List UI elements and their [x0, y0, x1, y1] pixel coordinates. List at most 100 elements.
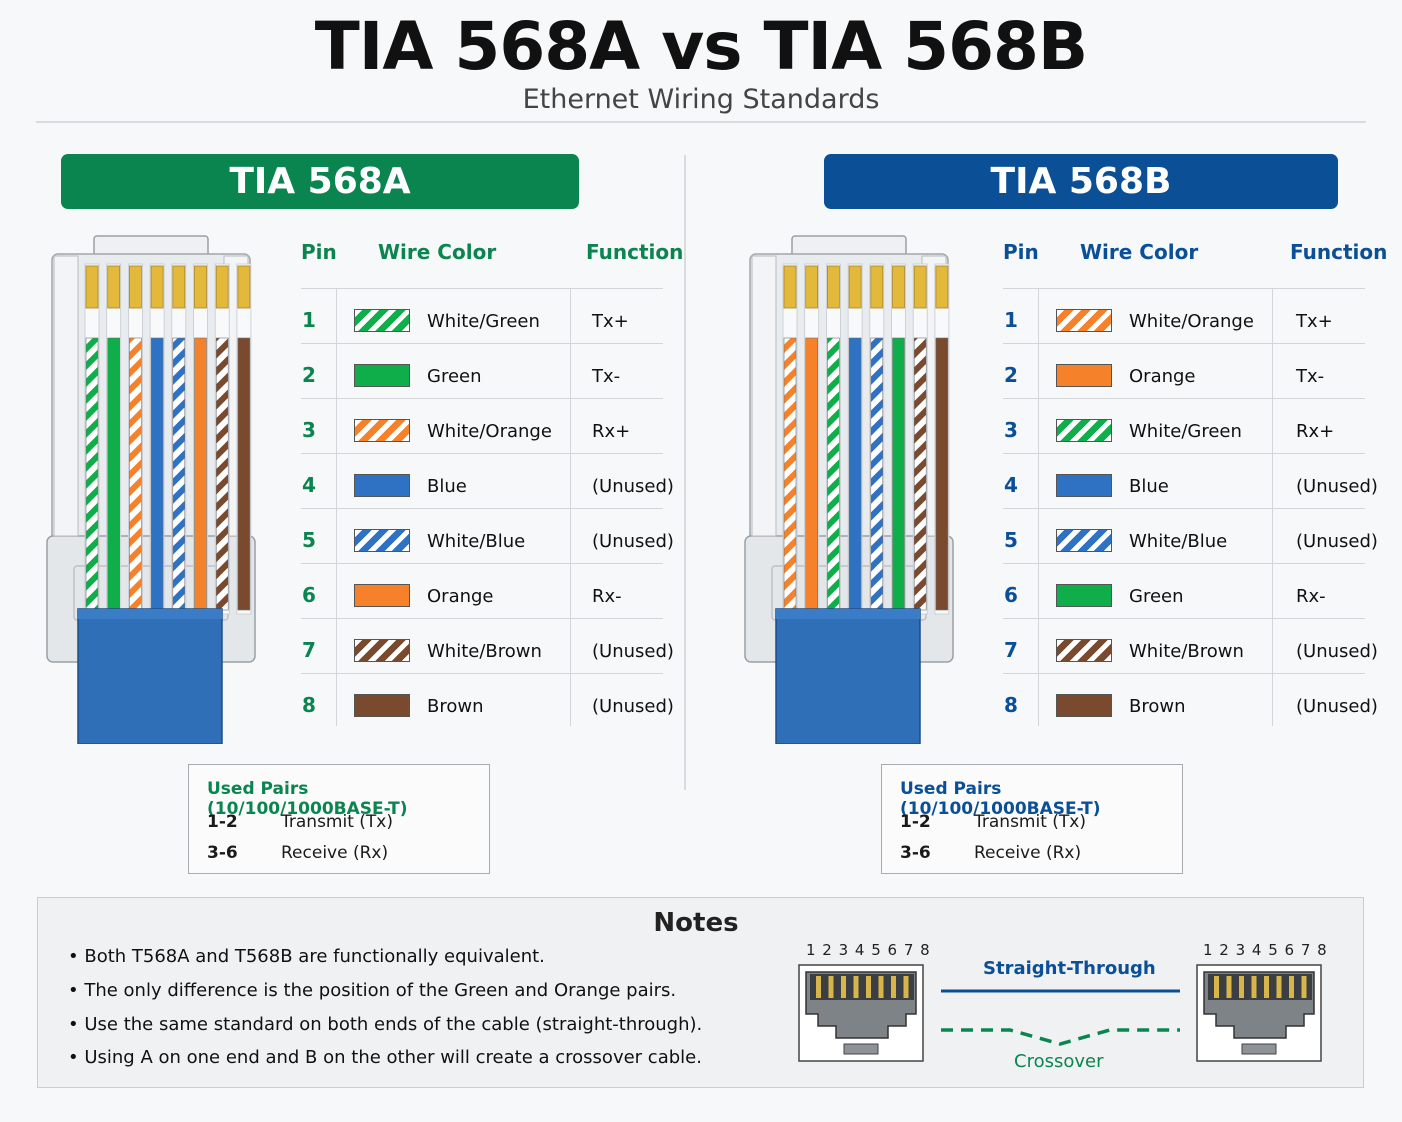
pin-number: 6	[1004, 583, 1018, 607]
note-item: • The only difference is the position of…	[68, 980, 677, 1001]
wire	[172, 337, 186, 611]
used-pairs-568b: Used Pairs (10/100/1000BASE-T) 1-2 Trans…	[881, 764, 1183, 874]
wire-function: Tx+	[592, 311, 629, 332]
jack-pin	[878, 976, 884, 998]
cable-jacket-edge	[78, 609, 222, 619]
gold-contact	[150, 265, 164, 309]
wire	[783, 337, 797, 611]
used-pairs-568a: Used Pairs (10/100/1000BASE-T) 1-2 Trans…	[188, 764, 490, 874]
table-column-rule	[1038, 288, 1039, 726]
table-row-rule	[1003, 563, 1365, 564]
wire-color-name: Blue	[427, 476, 467, 497]
table-column-rule	[570, 288, 571, 726]
gold-contact	[805, 265, 819, 309]
gold-contact	[783, 265, 797, 309]
gold-contact	[129, 265, 142, 309]
cable-jacket-edge	[776, 609, 920, 619]
gold-contact	[237, 265, 251, 309]
table-header-rule	[301, 288, 663, 289]
wire	[827, 337, 840, 611]
wire-function: (Unused)	[1296, 641, 1378, 662]
header-pin: Pin	[1003, 240, 1039, 264]
wire	[85, 337, 99, 611]
wire	[107, 337, 121, 611]
pin-number: 2	[302, 363, 316, 387]
pin-number: 7	[1004, 638, 1018, 662]
pin-number: 5	[302, 528, 316, 552]
wire-color-swatch	[354, 639, 410, 662]
table-row: 5 White/Blue (Unused)	[301, 508, 674, 563]
pin-number: 1	[302, 308, 316, 332]
wire	[892, 337, 905, 611]
wire-color-swatch	[1056, 584, 1112, 607]
banner-568b: TIA 568B	[824, 154, 1338, 209]
center-divider	[684, 155, 686, 790]
wire	[913, 337, 927, 611]
wire-color-name: Blue	[1129, 476, 1169, 497]
jack-pin	[1239, 976, 1244, 998]
pin-number: 1	[1004, 308, 1018, 332]
table-header-rule	[1003, 288, 1365, 289]
table-row-rule	[301, 618, 663, 619]
gold-contact	[215, 265, 229, 309]
wire-function: (Unused)	[592, 696, 674, 717]
gold-contact	[913, 265, 927, 309]
wire-color-name: White/Green	[427, 311, 540, 332]
wire-function: Rx-	[1296, 586, 1326, 607]
jack-pin	[1276, 976, 1282, 998]
table-row-rule	[301, 673, 663, 674]
wire-color-name: White/Brown	[427, 641, 542, 662]
rj45-connector-568a	[46, 235, 256, 744]
header-pin: Pin	[301, 240, 337, 264]
straight-through-line	[941, 989, 1180, 993]
gold-contact	[870, 265, 884, 309]
jack-pin	[1251, 976, 1257, 998]
crossover-line	[941, 1028, 1180, 1046]
wire-function: (Unused)	[1296, 476, 1378, 497]
table-row-rule	[1003, 343, 1365, 344]
wire-color-swatch	[1056, 529, 1112, 552]
pair-pins: 3-6	[900, 843, 931, 863]
wire-color-swatch	[354, 529, 410, 552]
pin-number: 3	[302, 418, 316, 442]
pair-label: Transmit (Tx)	[281, 812, 393, 832]
wire-function: (Unused)	[592, 476, 674, 497]
jack-pin	[828, 976, 834, 998]
table-row-rule	[1003, 673, 1365, 674]
page-title: TIA 568A vs TIA 568B	[314, 8, 1088, 85]
notes-title: Notes	[653, 908, 739, 938]
pair-label: Receive (Rx)	[974, 843, 1082, 863]
pin-number: 7	[302, 638, 316, 662]
wire-function: (Unused)	[592, 531, 674, 552]
note-item: • Both T568A and T568B are functionally …	[68, 946, 545, 967]
cable-jacket	[77, 608, 223, 744]
wire-color-swatch	[354, 694, 410, 717]
wire-color-name: White/Blue	[427, 531, 526, 552]
wire-color-name: White/Blue	[1129, 531, 1228, 552]
jack-pin	[1214, 976, 1219, 998]
wire-color-name: White/Orange	[427, 421, 552, 442]
jack-pin	[1264, 976, 1269, 998]
jack-pin	[903, 976, 909, 998]
wire	[935, 337, 949, 611]
jack-pin	[841, 976, 846, 998]
wire-color-name: Orange	[427, 586, 494, 607]
notes-panel: Notes • Both T568A and T568B are functio…	[37, 897, 1364, 1088]
right-jack-icon	[1196, 964, 1322, 1062]
header-wire-color: Wire Color	[1080, 240, 1199, 264]
pair-pins: 1-2	[900, 812, 931, 832]
wire-function: (Unused)	[1296, 531, 1378, 552]
wire	[870, 337, 884, 611]
wire-color-swatch	[354, 419, 410, 442]
wire-function: (Unused)	[1296, 696, 1378, 717]
table-row-rule	[301, 398, 663, 399]
table-row-rule	[301, 563, 663, 564]
